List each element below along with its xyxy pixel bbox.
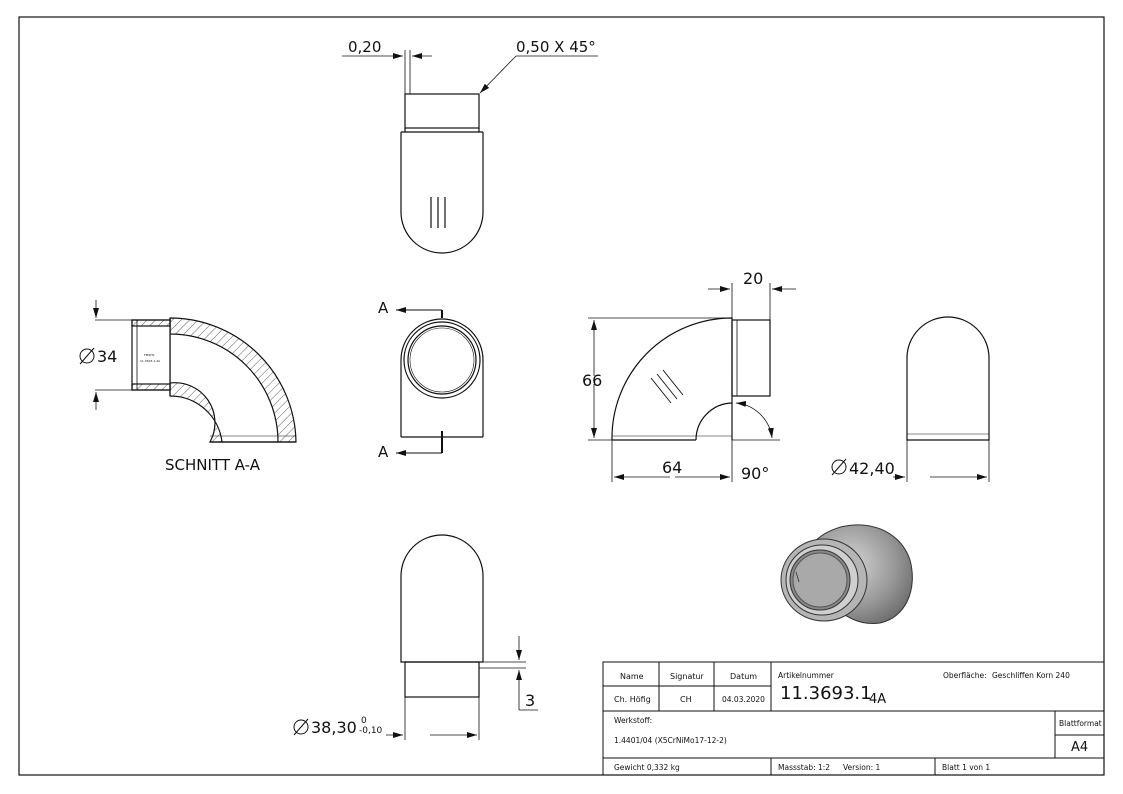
tb-name: Ch. Höfig	[614, 695, 651, 704]
section-label: SCHNITT A-A	[165, 456, 261, 474]
tb-gewicht: Gewicht 0,332 kg	[614, 763, 680, 772]
tb-col-name: Name	[620, 672, 644, 681]
dim-3: 3	[525, 691, 535, 710]
right-view	[831, 316, 990, 482]
tb-artikel-label: Artikelnummer	[778, 671, 835, 680]
tb-massstab: Massstab: 1:2	[778, 763, 830, 772]
dim-20: 20	[743, 269, 763, 288]
dim-66: 66	[582, 371, 602, 390]
svg-text:11.3693.1.4A: 11.3693.1.4A	[140, 359, 161, 363]
top-view	[342, 50, 598, 254]
tol-lower: -0,10	[359, 726, 383, 736]
drawing-frame	[18, 16, 1105, 776]
tb-datum: 04.03.2020	[722, 695, 765, 704]
dim-chamfer: 0,50 X 45°	[516, 38, 596, 56]
tb-col-signatur: Signatur	[670, 672, 705, 681]
title-block	[602, 661, 1105, 776]
tb-werkstoff-value: 1.4401/04 (X5CrNiMo17-12-2)	[614, 736, 727, 745]
tb-werkstoff-label: Werkstoff:	[614, 716, 652, 725]
tb-artikel-sub: 4A	[869, 692, 886, 707]
isometric-view	[780, 524, 913, 625]
dim-dia-34: 34	[97, 347, 117, 366]
dim-0-20: 0,20	[348, 38, 381, 56]
svg-text:FMSHS: FMSHS	[144, 353, 154, 357]
tb-artikel-main: 11.3693.1	[780, 683, 872, 704]
tb-oberflaeche-label: Oberfläche:	[943, 671, 987, 680]
section-marker-bottom: A	[378, 443, 389, 461]
tb-blatt: Blatt 1 von 1	[942, 763, 990, 772]
tb-oberflaeche-value: Geschliffen Korn 240	[992, 671, 1070, 680]
side-view	[588, 283, 796, 482]
front-view	[396, 307, 484, 456]
dim-64: 64	[662, 458, 682, 477]
section-view: FMSHS 11.3693.1.4A	[79, 300, 297, 443]
tb-signatur: CH	[680, 695, 692, 704]
dim-dia-42-40: 42,40	[849, 459, 895, 478]
tb-col-datum: Datum	[730, 672, 757, 681]
dim-angle-90: 90°	[741, 464, 769, 483]
tol-upper: 0	[361, 716, 367, 726]
dim-dia-38-30: 38,30	[311, 718, 357, 737]
bottom-view	[293, 534, 538, 740]
section-marker-top: A	[378, 299, 389, 317]
tb-blattformat-value: A4	[1071, 740, 1088, 755]
tb-version: Version: 1	[843, 763, 880, 772]
tb-blattformat-label: Blattformat	[1059, 719, 1102, 728]
